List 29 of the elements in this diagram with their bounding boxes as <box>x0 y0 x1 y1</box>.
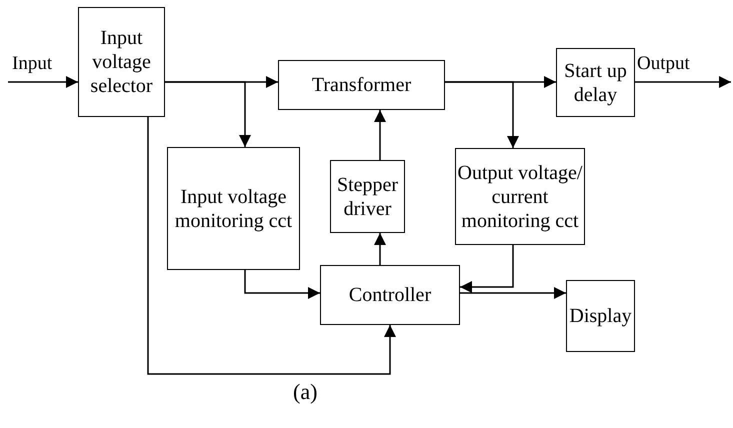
block-label: Display <box>569 304 632 328</box>
arrow <box>244 270 320 299</box>
block-box <box>455 148 585 245</box>
arrow <box>165 81 251 147</box>
block-box <box>278 60 445 110</box>
block-box <box>78 7 165 117</box>
arrow <box>374 233 386 265</box>
arrow <box>8 76 78 88</box>
block-label: Stepper driver <box>336 172 400 220</box>
arrow <box>374 110 386 160</box>
arrow <box>445 81 519 148</box>
block-box <box>330 160 405 233</box>
arrow <box>460 287 566 299</box>
block-box <box>566 280 635 352</box>
edge-label: Output <box>637 54 690 75</box>
block-box <box>556 48 635 117</box>
arrow <box>147 117 396 375</box>
edge-label: Input <box>12 54 52 75</box>
block-label: Input voltage selector <box>89 26 154 98</box>
block-box <box>167 147 300 270</box>
arrow <box>460 245 514 293</box>
block-label: Output voltage/ current monitoring cct <box>456 160 584 232</box>
block-label: Transformer <box>312 73 412 97</box>
caption: (a) <box>293 379 318 405</box>
block-box <box>320 265 460 325</box>
block-label: Controller <box>348 283 432 307</box>
block-label: Start up delay <box>563 58 628 106</box>
block-label: Input voltage monitoring cct <box>174 184 294 232</box>
arrow <box>635 76 731 88</box>
